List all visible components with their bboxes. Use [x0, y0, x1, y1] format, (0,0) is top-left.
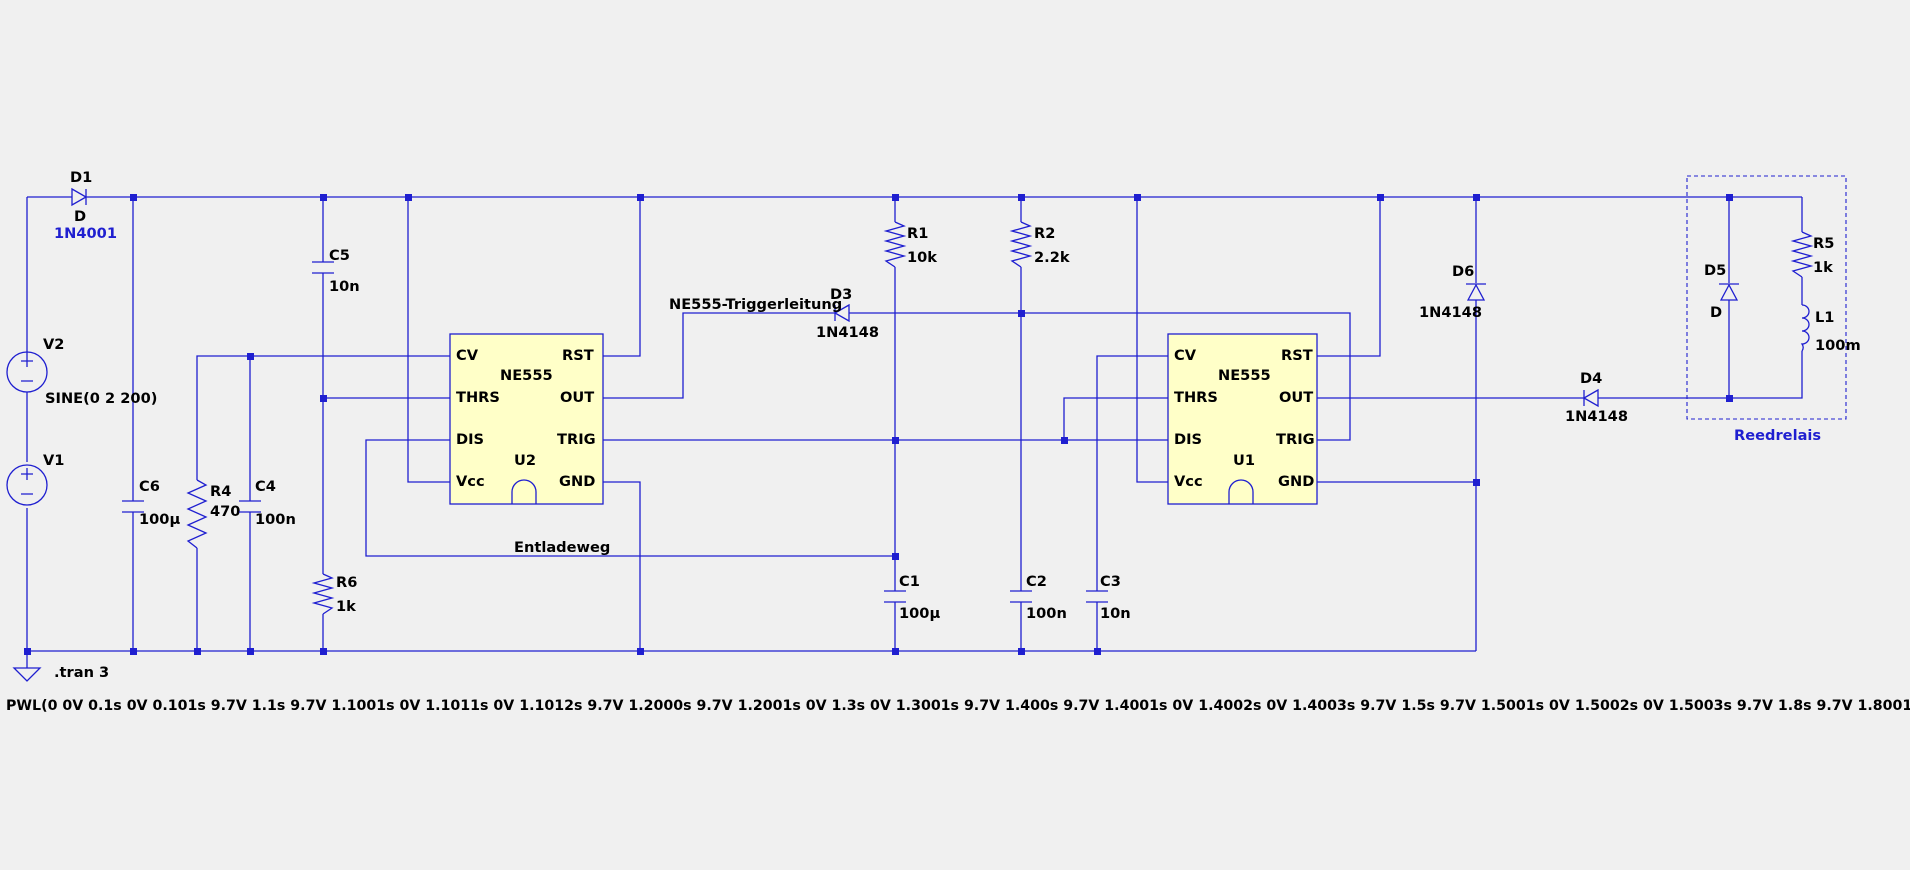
u2-pin-gnd: GND [559, 473, 595, 490]
trigger-line-label: NE555-Triggerleitung [669, 296, 842, 313]
u1-pin-dis: DIS [1174, 431, 1202, 448]
u2-pin-out: OUT [560, 389, 594, 406]
capacitor-c3[interactable]: C3 10n [1086, 573, 1131, 622]
v1-ref: V1 [43, 452, 64, 469]
u1-pin-out: OUT [1279, 389, 1313, 406]
c6-value: 100µ [139, 511, 180, 528]
capacitor-c4[interactable]: C4 100n [239, 478, 296, 528]
inductor-l1[interactable]: L1 100m [1800, 304, 1861, 354]
u1-pin-thrs: THRS [1174, 389, 1218, 406]
r4-ref: R4 [210, 483, 231, 500]
r2-value: 2.2k [1034, 249, 1070, 266]
d1-model: D [74, 208, 86, 225]
l1-value: 100m [1815, 337, 1861, 354]
diode-d3[interactable]: D3 1N4148 [816, 286, 879, 341]
r2-ref: R2 [1034, 225, 1055, 242]
l1-ref: L1 [1815, 309, 1834, 326]
c4-value: 100n [255, 511, 296, 528]
u1-ref: U1 [1233, 452, 1255, 469]
r1-ref: R1 [907, 225, 928, 242]
u2-ref: U2 [514, 452, 536, 469]
tran-directive: .tran 3 [54, 664, 109, 681]
d1-ref: D1 [70, 169, 92, 186]
resistor-r6[interactable]: R6 1k [311, 573, 357, 615]
u2-pin-vcc: Vcc [456, 473, 485, 490]
c2-ref: C2 [1026, 573, 1047, 590]
u1-pin-gnd: GND [1278, 473, 1314, 490]
diode-d5[interactable]: D5 D [1704, 262, 1739, 321]
v2-value: SINE(0 2 200) [45, 390, 157, 407]
d1-value: 1N4001 [54, 225, 117, 242]
reed-relay-group: Reedrelais [1686, 175, 1847, 444]
c4-ref: C4 [255, 478, 276, 495]
r5-ref: R5 [1813, 235, 1834, 252]
capacitor-c1[interactable]: C1 100µ [884, 573, 940, 622]
c3-ref: C3 [1100, 573, 1121, 590]
u2-pin-thrs: THRS [456, 389, 500, 406]
capacitor-c2[interactable]: C2 100n [1010, 573, 1067, 622]
r6-ref: R6 [336, 574, 357, 591]
discharge-path-label: Entladeweg [514, 539, 610, 556]
capacitor-c6[interactable]: C6 100µ [122, 478, 180, 528]
r6-value: 1k [336, 598, 356, 615]
d5-model: D [1710, 304, 1722, 321]
u1-type: NE555 [1218, 367, 1271, 384]
c5-value: 10n [329, 278, 360, 295]
u2-type: NE555 [500, 367, 553, 384]
ic-u2-ne555[interactable]: CV THRS DIS Vcc RST OUT TRIG GND NE555 U… [449, 333, 604, 505]
junction-nodes [24, 194, 1733, 655]
diode-d6[interactable]: D6 1N4148 [1419, 263, 1486, 321]
capacitor-c5[interactable]: C5 10n [312, 247, 360, 295]
d6-value: 1N4148 [1419, 304, 1482, 321]
pwl-directive: PWL(0 0V 0.1s 0V 0.101s 9.7V 1.1s 9.7V 1… [6, 698, 1910, 714]
u1-pin-rst: RST [1281, 347, 1313, 364]
diode-d4[interactable]: D4 1N4148 [1565, 370, 1628, 425]
ground-symbol [12, 667, 42, 682]
resistor-r1[interactable]: R1 10k [883, 221, 937, 268]
d4-value: 1N4148 [1565, 408, 1628, 425]
c1-ref: C1 [899, 573, 920, 590]
wires [26, 196, 1803, 668]
c6-ref: C6 [139, 478, 160, 495]
u2-pin-cv: CV [456, 347, 479, 364]
v2-ref: V2 [43, 336, 64, 353]
d6-ref: D6 [1452, 263, 1474, 280]
r1-value: 10k [907, 249, 937, 266]
d5-ref: D5 [1704, 262, 1726, 279]
r5-value: 1k [1813, 259, 1833, 276]
u2-pin-dis: DIS [456, 431, 484, 448]
c2-value: 100n [1026, 605, 1067, 622]
u1-pin-trig: TRIG [1276, 431, 1315, 448]
resistor-r2[interactable]: R2 2.2k [1009, 221, 1070, 268]
c3-value: 10n [1100, 605, 1131, 622]
ic-u1-ne555[interactable]: CV THRS DIS Vcc RST OUT TRIG GND NE555 U… [1167, 333, 1318, 505]
d4-ref: D4 [1580, 370, 1602, 387]
resistor-r5[interactable]: R5 1k [1790, 231, 1834, 278]
resistor-r4[interactable]: R4 470 [186, 479, 240, 549]
d3-value: 1N4148 [816, 324, 879, 341]
u1-pin-vcc: Vcc [1174, 473, 1203, 490]
u2-pin-trig: TRIG [557, 431, 596, 448]
reed-relay-label: Reedrelais [1734, 427, 1821, 444]
c5-ref: C5 [329, 247, 350, 264]
voltage-source-v2[interactable]: V2 SINE(0 2 200) [6, 336, 157, 407]
d3-ref: D3 [830, 286, 852, 303]
u1-pin-cv: CV [1174, 347, 1197, 364]
c1-value: 100µ [899, 605, 940, 622]
voltage-source-v1[interactable]: V1 [6, 452, 64, 506]
u2-pin-rst: RST [562, 347, 594, 364]
diode-d1[interactable]: D1 D 1N4001 [54, 169, 117, 242]
r4-value: 470 [210, 503, 240, 520]
